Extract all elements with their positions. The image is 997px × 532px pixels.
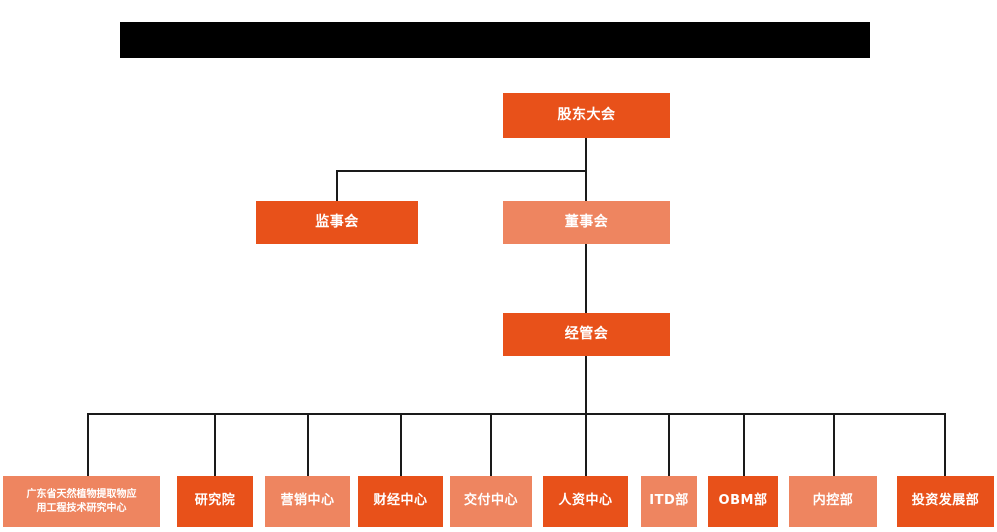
node-investment-development-department[interactable]: 投资发展部 bbox=[897, 476, 994, 527]
node-label-internal-control-department: 内控部 bbox=[812, 493, 854, 509]
node-marketing-center[interactable]: 营销中心 bbox=[265, 476, 350, 527]
connector-drop-marketing-center bbox=[307, 413, 309, 476]
node-label-research-institute: 研究院 bbox=[194, 493, 236, 509]
connector-to-directors bbox=[585, 170, 587, 201]
node-board-of-directors[interactable]: 董事会 bbox=[503, 201, 670, 244]
node-label-investment-development-department: 投资发展部 bbox=[911, 493, 980, 509]
node-label-hr-center: 人资中心 bbox=[558, 493, 613, 509]
connector-drop-hr-center bbox=[585, 413, 587, 476]
connector-drop-internal-control-department bbox=[833, 413, 835, 476]
node-shareholders-meeting[interactable]: 股东大会 bbox=[503, 93, 670, 138]
node-board-of-supervisors[interactable]: 监事会 bbox=[256, 201, 418, 244]
node-itd-department[interactable]: ITD部 bbox=[641, 476, 697, 527]
connector-management-down bbox=[585, 356, 587, 414]
connector-drop-itd-department bbox=[668, 413, 670, 476]
node-obm-department[interactable]: OBM部 bbox=[708, 476, 778, 527]
connector-to-supervisors bbox=[336, 170, 338, 201]
node-label-management-committee: 经管会 bbox=[564, 325, 609, 342]
connector-drop-obm-department bbox=[743, 413, 745, 476]
node-internal-control-department[interactable]: 内控部 bbox=[789, 476, 877, 527]
node-research-institute[interactable]: 研究院 bbox=[177, 476, 253, 527]
connector-drop-finance-center bbox=[400, 413, 402, 476]
connector-departments-bus bbox=[87, 413, 945, 415]
redacted-title-bar bbox=[120, 22, 870, 58]
node-gd-research-center[interactable]: 广东省天然植物提取物应 用工程技术研究中心 bbox=[3, 476, 160, 527]
connector-drop-investment-development-department bbox=[944, 413, 946, 476]
node-delivery-center[interactable]: 交付中心 bbox=[450, 476, 532, 527]
connector-directors-to-management bbox=[585, 243, 587, 314]
node-finance-center[interactable]: 财经中心 bbox=[358, 476, 443, 527]
node-label-board-of-supervisors: 监事会 bbox=[315, 213, 359, 230]
connector-level2-bus bbox=[336, 170, 587, 172]
node-label-marketing-center: 营销中心 bbox=[280, 493, 335, 509]
node-label-gd-research-center-line1: 广东省天然植物提取物应 bbox=[26, 489, 137, 500]
node-label-itd-department: ITD部 bbox=[649, 493, 689, 509]
connector-drop-delivery-center bbox=[490, 413, 492, 476]
node-label-delivery-center: 交付中心 bbox=[463, 493, 518, 509]
connector-drop-gd-research-center bbox=[87, 413, 89, 476]
node-management-committee[interactable]: 经管会 bbox=[503, 313, 670, 356]
node-hr-center[interactable]: 人资中心 bbox=[543, 476, 628, 527]
connector-shareholders-down bbox=[585, 138, 587, 171]
node-label-finance-center: 财经中心 bbox=[373, 493, 428, 509]
node-label-obm-department: OBM部 bbox=[718, 493, 768, 509]
node-label-gd-research-center-line2: 用工程技术研究中心 bbox=[36, 502, 127, 514]
connector-drop-research-institute bbox=[214, 413, 216, 476]
node-label-board-of-directors: 董事会 bbox=[564, 213, 609, 230]
node-label-shareholders-meeting: 股东大会 bbox=[557, 106, 616, 123]
